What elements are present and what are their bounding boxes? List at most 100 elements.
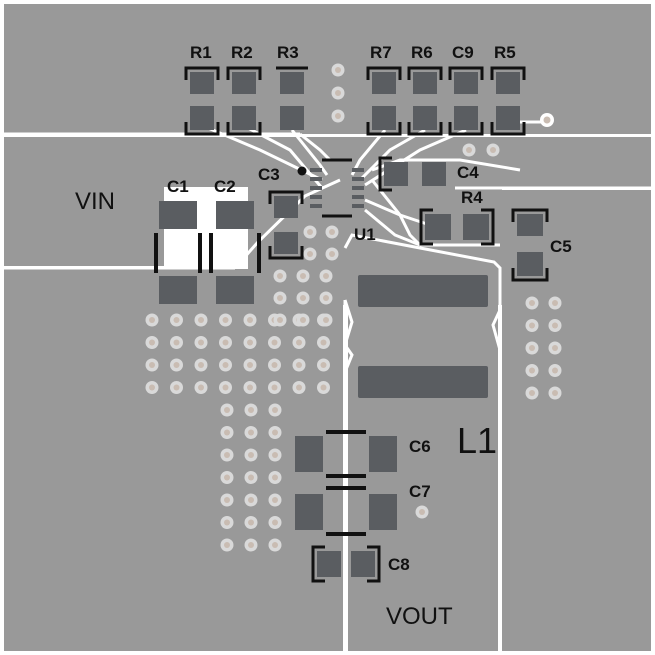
label-c9: C9 — [452, 43, 474, 62]
label-r7: R7 — [370, 43, 392, 62]
via-hole — [272, 429, 278, 436]
u1-pin — [310, 186, 322, 190]
via-hole — [272, 519, 278, 526]
c7-pad — [295, 494, 323, 530]
label-r4: R4 — [461, 188, 483, 207]
via-hole — [300, 317, 306, 323]
trace — [247, 126, 324, 189]
via-hole — [198, 339, 204, 346]
c5-outline — [511, 208, 549, 222]
trace — [290, 129, 329, 176]
u1-pin — [310, 204, 322, 208]
via-hole — [248, 429, 254, 436]
r4-pad — [463, 214, 489, 240]
via-hole — [552, 390, 558, 396]
label-vout: VOUT — [386, 603, 453, 630]
c8-component — [311, 545, 381, 583]
via-hole — [149, 384, 155, 391]
via-hole — [222, 384, 229, 391]
c2-pad — [216, 276, 254, 304]
via-hole — [248, 407, 254, 413]
via-hole — [247, 384, 253, 391]
label-r5: R5 — [494, 43, 516, 62]
via-hole — [335, 67, 341, 73]
c3-outline — [268, 190, 304, 204]
via-hole — [271, 339, 278, 346]
via-hole — [248, 519, 254, 526]
via-hole — [277, 317, 283, 323]
r1-pad — [190, 72, 214, 94]
l1-pad — [358, 275, 488, 307]
gap-line — [370, 179, 422, 247]
c5-component — [511, 208, 549, 282]
via-hole — [296, 384, 302, 391]
u1-pin — [310, 177, 322, 181]
l1-component — [358, 275, 488, 398]
c1-pad — [159, 201, 197, 229]
via-hole — [329, 251, 335, 257]
vin-pour — [4, 137, 164, 266]
label-c1: C1 — [167, 177, 189, 196]
via-hole — [224, 519, 230, 526]
r6-pad — [413, 72, 437, 94]
c3-pad — [274, 232, 298, 254]
via-hole — [224, 429, 230, 436]
via-hole — [529, 367, 535, 374]
c9-outline — [448, 66, 484, 80]
r3-pad — [280, 72, 304, 94]
via-hole — [247, 362, 253, 368]
r5-outline — [490, 66, 526, 80]
via-hole — [529, 390, 535, 396]
c7-pad — [369, 494, 397, 530]
via-hole — [222, 317, 229, 323]
r7-pad — [372, 106, 396, 130]
via-hole — [300, 273, 306, 279]
via-hole — [173, 317, 180, 323]
u1-pin — [352, 195, 364, 199]
vout-pour — [348, 300, 498, 651]
via-hole — [323, 317, 329, 323]
c3-component — [268, 190, 304, 260]
trace — [364, 208, 421, 247]
via-hole — [248, 452, 254, 458]
via-hole — [419, 509, 425, 515]
r1-outline — [184, 66, 220, 80]
via-hole — [335, 113, 341, 119]
u1-pin — [310, 195, 322, 199]
c5-pad — [517, 214, 543, 236]
label-c3: C3 — [258, 165, 280, 184]
label-r3: R3 — [277, 43, 299, 62]
u1-pins — [310, 168, 364, 208]
via-hole — [271, 362, 278, 368]
r4-pad — [425, 214, 451, 240]
via-hole — [149, 362, 155, 368]
c4-outline — [378, 156, 392, 192]
via-hole — [149, 339, 155, 346]
c8-outline — [311, 545, 325, 583]
label-r2: R2 — [231, 43, 253, 62]
gap-line — [233, 178, 341, 269]
via-hole — [149, 317, 155, 323]
c4-pad — [384, 162, 408, 186]
label-r6: R6 — [411, 43, 433, 62]
via-hole — [222, 362, 229, 368]
via-hole — [329, 229, 335, 235]
gap-line — [343, 299, 354, 373]
via-hole — [320, 362, 327, 368]
c8-pad — [317, 551, 341, 577]
via-hole — [173, 384, 180, 391]
label-c4: C4 — [457, 163, 479, 182]
r6-outline — [407, 66, 443, 80]
c6-pad — [369, 436, 397, 472]
c4-pad — [422, 162, 446, 186]
test-point-hole — [543, 116, 551, 124]
c2-pad — [216, 201, 254, 229]
via-hole — [320, 384, 327, 391]
via-hole — [198, 384, 204, 391]
c3-pad — [274, 196, 298, 218]
r4-outline — [419, 208, 433, 246]
via-hole — [552, 300, 558, 306]
c4-component — [378, 156, 446, 192]
via-hole — [307, 229, 313, 235]
